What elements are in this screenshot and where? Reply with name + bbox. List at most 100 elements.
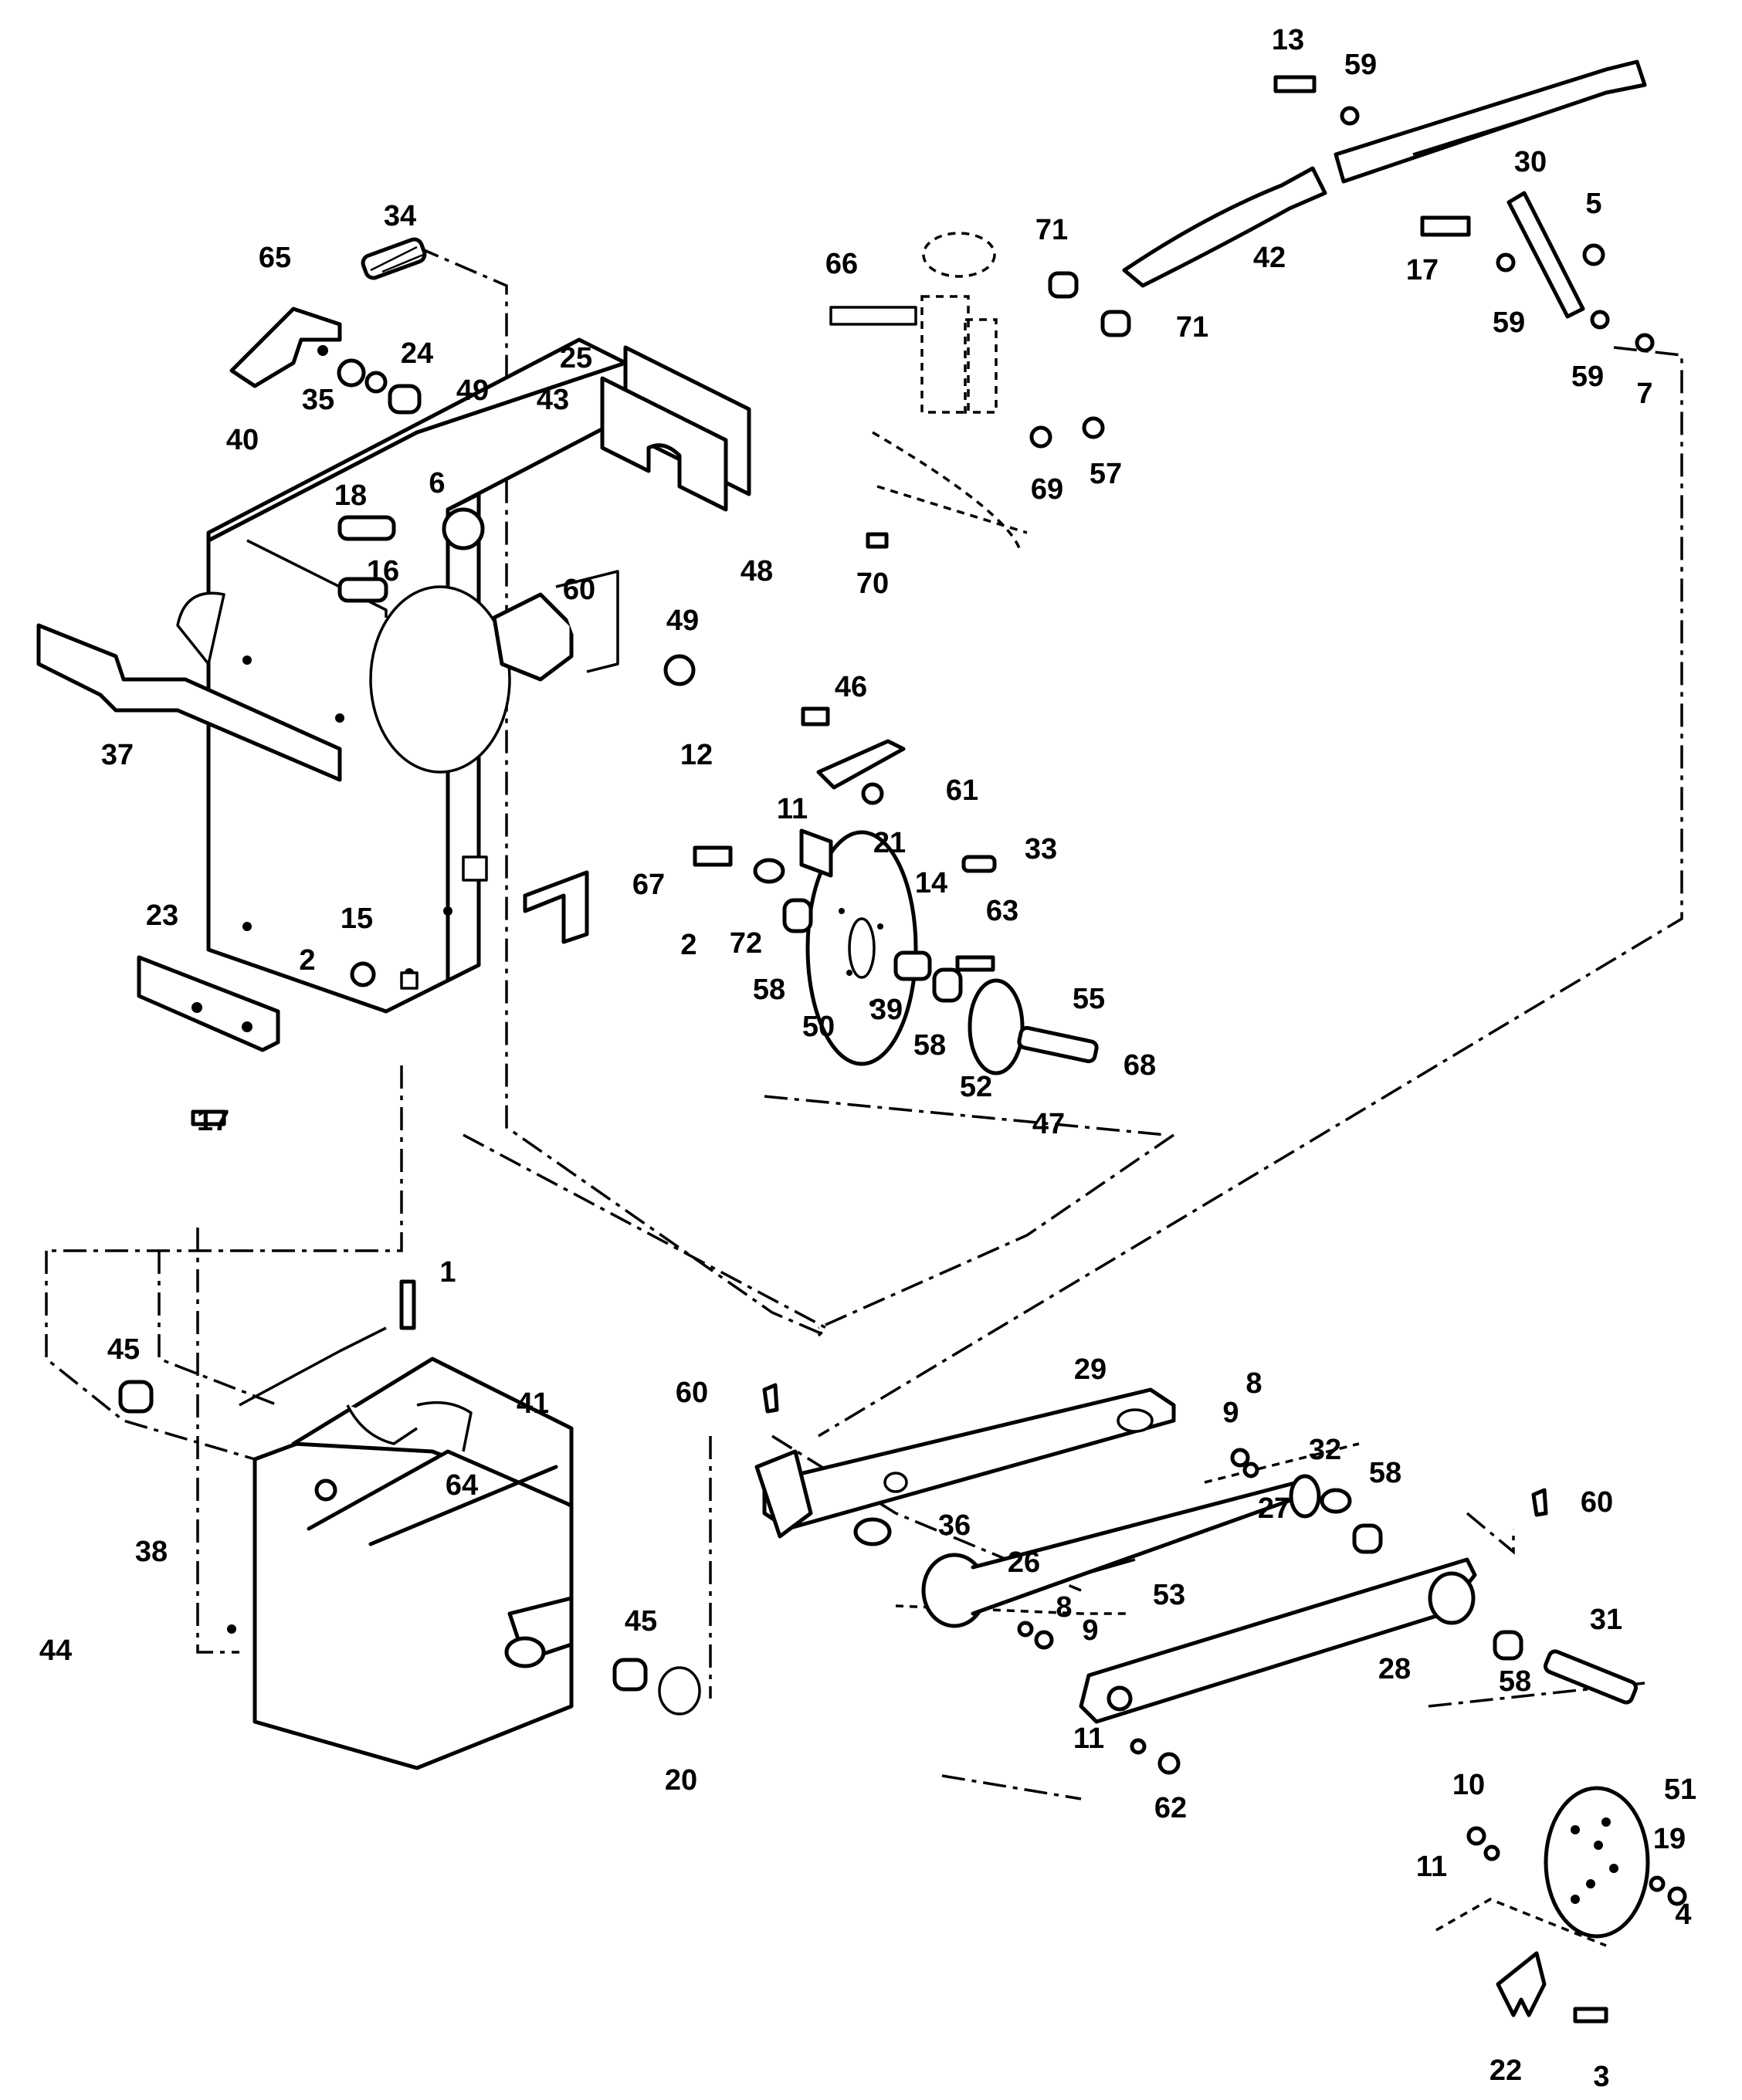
knob-61 <box>861 782 884 805</box>
callout-24: 24 <box>401 337 433 370</box>
bolt-18 <box>337 515 396 541</box>
callout-67: 67 <box>632 869 665 901</box>
callout-51: 51 <box>1664 1773 1696 1806</box>
washer-8-a <box>1242 1462 1259 1478</box>
callout-17: 17 <box>197 1105 229 1137</box>
callout-50: 50 <box>802 1011 835 1043</box>
callout-39: 39 <box>870 994 903 1026</box>
washer-11-b <box>1130 1738 1147 1755</box>
callout-27: 27 <box>1258 1492 1290 1525</box>
callout-3: 3 <box>1593 2061 1609 2093</box>
callout-9: 9 <box>1222 1397 1239 1429</box>
callout-2: 2 <box>299 944 315 977</box>
callout-28: 28 <box>1378 1653 1411 1685</box>
callout-58: 58 <box>753 974 785 1006</box>
clamp-60 <box>492 592 574 682</box>
bolt-1 <box>399 1279 416 1330</box>
callout-33: 33 <box>1025 833 1057 865</box>
callout-68: 68 <box>1123 1049 1156 1082</box>
bolt-70 <box>866 532 889 549</box>
latch-assembly <box>829 232 1028 549</box>
callout-11: 11 <box>1416 1851 1447 1883</box>
callout-11: 11 <box>1073 1722 1104 1755</box>
callout-11: 11 <box>777 793 808 825</box>
bushing-71-a <box>1048 271 1079 299</box>
callout-62: 62 <box>1154 1792 1187 1824</box>
callout-labels: 13 59 34 30 5 71 65 66 42 17 71 59 24 25… <box>39 24 1696 2093</box>
spring-33 <box>961 855 997 873</box>
bolt-17-top <box>1420 215 1471 237</box>
callout-34: 34 <box>384 200 416 232</box>
callout-26: 26 <box>1008 1546 1040 1579</box>
callout-35: 35 <box>302 384 334 416</box>
nut-10 <box>1466 1826 1486 1846</box>
nut-69 <box>1029 425 1052 449</box>
callout-7: 7 <box>1636 378 1652 410</box>
callout-46: 46 <box>835 671 867 703</box>
callout-19: 19 <box>1653 1823 1686 1855</box>
callout-18: 18 <box>334 479 367 512</box>
washer-36 <box>853 1517 892 1546</box>
bushing-45-lower <box>612 1658 648 1692</box>
nut-7 <box>1635 333 1655 353</box>
callout-58: 58 <box>913 1029 946 1062</box>
callout-65: 65 <box>259 242 291 274</box>
nut-15 <box>350 961 376 987</box>
bolt-63 <box>955 955 995 972</box>
callout-22: 22 <box>1490 2054 1522 2087</box>
callout-16: 16 <box>367 555 399 588</box>
nut-64 <box>314 1478 337 1502</box>
callout-21: 21 <box>873 827 906 859</box>
bushing-71-b <box>1100 310 1131 337</box>
bushing-58-c <box>1352 1523 1383 1554</box>
sprocket-27 <box>1289 1474 1321 1519</box>
callout-60: 60 <box>1581 1486 1613 1519</box>
callout-2: 2 <box>680 929 696 961</box>
callout-32: 32 <box>1309 1434 1341 1466</box>
shaft-47 <box>1017 1025 1099 1064</box>
handle-bar <box>1334 59 1647 184</box>
callout-45: 45 <box>625 1605 657 1638</box>
shaft-31 <box>1544 1649 1638 1705</box>
callout-31: 31 <box>1590 1604 1622 1636</box>
bolt-3 <box>1573 2007 1608 2024</box>
lever-bracket <box>229 307 342 388</box>
callout-69: 69 <box>1031 473 1063 506</box>
grease-fitting-60-top <box>762 1383 779 1414</box>
callout-59: 59 <box>1344 49 1377 81</box>
callout-4: 4 <box>1675 1898 1691 1931</box>
callout-47: 47 <box>1032 1108 1065 1140</box>
callout-53: 53 <box>1153 1579 1185 1611</box>
grease-fitting-60-lower <box>1531 1488 1548 1517</box>
blade-22 <box>1496 1951 1547 2017</box>
callout-42: 42 <box>1253 242 1286 274</box>
callout-71: 71 <box>1035 214 1068 246</box>
flat-bracket-bar <box>36 623 342 782</box>
callout-30: 30 <box>1514 146 1547 178</box>
callout-43: 43 <box>537 384 569 416</box>
bushing-49-upper <box>388 384 422 415</box>
callout-29: 29 <box>1074 1353 1107 1386</box>
bolt-16 <box>337 577 388 603</box>
callout-72: 72 <box>730 927 762 960</box>
washer-72 <box>753 858 785 884</box>
callout-17: 17 <box>1406 254 1439 286</box>
callout-10: 10 <box>1452 1769 1485 1801</box>
callout-14: 14 <box>915 867 947 899</box>
callout-61: 61 <box>946 774 978 807</box>
callout-63: 63 <box>986 895 1018 927</box>
callout-13: 13 <box>1272 24 1304 56</box>
callout-49: 49 <box>456 374 489 407</box>
swing-arm-29 <box>762 1387 1176 1531</box>
nut-62 <box>1157 1752 1181 1775</box>
washer-59-b <box>1496 252 1516 273</box>
callout-52: 52 <box>960 1071 992 1103</box>
bolt-17-lower <box>191 1109 226 1126</box>
callout-12: 12 <box>680 739 713 771</box>
washer-59-c <box>1590 310 1610 330</box>
washer-11-c <box>1483 1844 1500 1861</box>
nut-9-a <box>1230 1448 1250 1468</box>
callout-70: 70 <box>856 567 889 600</box>
ring-20 <box>658 1666 701 1716</box>
